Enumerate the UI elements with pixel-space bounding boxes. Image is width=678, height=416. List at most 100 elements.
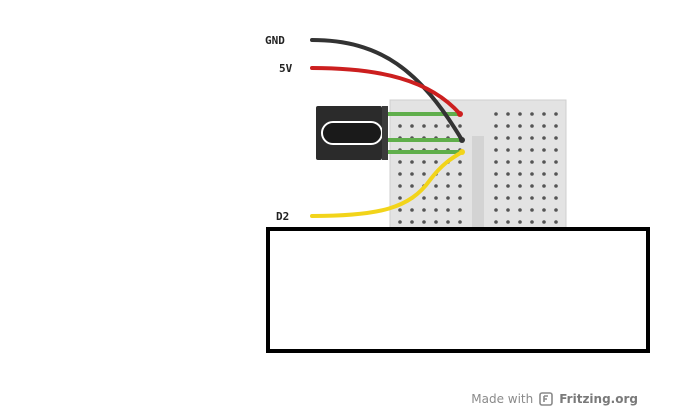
breadboard-hole xyxy=(494,148,498,152)
label-d2: D2 xyxy=(276,210,289,223)
breadboard-hole xyxy=(518,220,522,224)
breadboard-hole xyxy=(494,196,498,200)
breadboard-hole xyxy=(398,172,402,176)
breadboard-hole xyxy=(434,184,438,188)
breadboard-hole xyxy=(518,172,522,176)
breadboard-hole xyxy=(422,124,426,128)
breadboard-hole xyxy=(542,208,546,212)
made-with-text: Made with xyxy=(471,392,534,406)
wire-d2-end xyxy=(459,149,465,155)
breadboard-hole xyxy=(518,124,522,128)
breadboard-hole xyxy=(506,160,510,164)
breadboard-hole xyxy=(542,124,546,128)
breadboard-hole xyxy=(554,136,558,140)
breadboard-hole xyxy=(530,184,534,188)
breadboard-hole xyxy=(530,208,534,212)
breadboard-hole xyxy=(506,208,510,212)
breadboard-hole xyxy=(398,208,402,212)
breadboard-hole xyxy=(506,196,510,200)
breadboard-hole xyxy=(506,184,510,188)
breadboard-hole xyxy=(554,172,558,176)
breadboard-hole xyxy=(530,160,534,164)
label-gnd: GND xyxy=(265,34,285,47)
fritzing-brand: Fritzing.org xyxy=(559,392,638,406)
breadboard-hole xyxy=(422,160,426,164)
ir-receiver-sensor xyxy=(316,106,460,160)
wire-d2 xyxy=(310,150,464,218)
breadboard-hole xyxy=(530,220,534,224)
breadboard-center-channel xyxy=(472,136,484,228)
breadboard-hole xyxy=(494,208,498,212)
breadboard-hole xyxy=(458,124,462,128)
breadboard-hole xyxy=(494,160,498,164)
breadboard-hole xyxy=(398,160,402,164)
breadboard-hole xyxy=(434,196,438,200)
breadboard-hole xyxy=(530,136,534,140)
breadboard-hole xyxy=(422,196,426,200)
sensor-lens xyxy=(321,121,383,145)
breadboard-hole xyxy=(518,208,522,212)
breadboard-hole xyxy=(518,184,522,188)
breadboard-hole xyxy=(506,172,510,176)
breadboard-hole xyxy=(554,208,558,212)
breadboard-hole xyxy=(458,172,462,176)
breadboard-hole xyxy=(410,220,414,224)
breadboard-hole xyxy=(518,160,522,164)
breadboard-hole xyxy=(542,184,546,188)
breadboard-hole xyxy=(458,160,462,164)
breadboard-hole xyxy=(446,220,450,224)
breadboard-hole xyxy=(494,112,498,116)
breadboard-hole xyxy=(398,124,402,128)
breadboard-hole xyxy=(494,172,498,176)
breadboard-hole xyxy=(434,220,438,224)
breadboard-hole xyxy=(410,160,414,164)
breadboard-hole xyxy=(458,184,462,188)
breadboard-hole xyxy=(446,124,450,128)
breadboard-hole xyxy=(458,208,462,212)
breadboard-hole xyxy=(530,196,534,200)
breadboard-hole xyxy=(554,220,558,224)
breadboard-hole xyxy=(494,136,498,140)
wire-gnd xyxy=(310,38,464,142)
breadboard-hole xyxy=(518,112,522,116)
breadboard-hole xyxy=(530,172,534,176)
breadboard-hole xyxy=(542,196,546,200)
breadboard-hole xyxy=(422,220,426,224)
breadboard-hole xyxy=(398,184,402,188)
breadboard-hole xyxy=(542,136,546,140)
breadboard-hole xyxy=(494,124,498,128)
breadboard-hole xyxy=(446,196,450,200)
breadboard-hole xyxy=(506,148,510,152)
breadboard-hole xyxy=(542,172,546,176)
breadboard-hole xyxy=(398,196,402,200)
arduino-placeholder-box xyxy=(266,227,650,353)
breadboard-hole xyxy=(446,208,450,212)
breadboard-hole xyxy=(542,160,546,164)
breadboard-hole xyxy=(458,196,462,200)
breadboard-hole xyxy=(410,172,414,176)
breadboard-hole xyxy=(506,220,510,224)
breadboard-hole xyxy=(542,112,546,116)
breadboard-hole xyxy=(410,184,414,188)
breadboard-hole xyxy=(554,184,558,188)
breadboard-hole xyxy=(422,172,426,176)
breadboard-hole xyxy=(494,220,498,224)
breadboard-hole xyxy=(518,136,522,140)
breadboard-hole xyxy=(398,220,402,224)
breadboard-hole xyxy=(554,112,558,116)
label-5v: 5V xyxy=(279,62,293,75)
breadboard-hole xyxy=(554,124,558,128)
breadboard-hole xyxy=(554,148,558,152)
fritzing-footer: Made with Fritzing.org xyxy=(471,392,638,406)
breadboard-hole xyxy=(410,124,414,128)
breadboard-hole xyxy=(434,124,438,128)
breadboard-hole xyxy=(506,112,510,116)
breadboard-hole xyxy=(542,148,546,152)
breadboard-hole xyxy=(494,184,498,188)
breadboard-hole xyxy=(506,124,510,128)
fritzing-logo-icon xyxy=(539,392,554,406)
wire-gnd-end xyxy=(459,137,465,143)
breadboard-hole xyxy=(542,220,546,224)
breadboard-hole xyxy=(410,208,414,212)
